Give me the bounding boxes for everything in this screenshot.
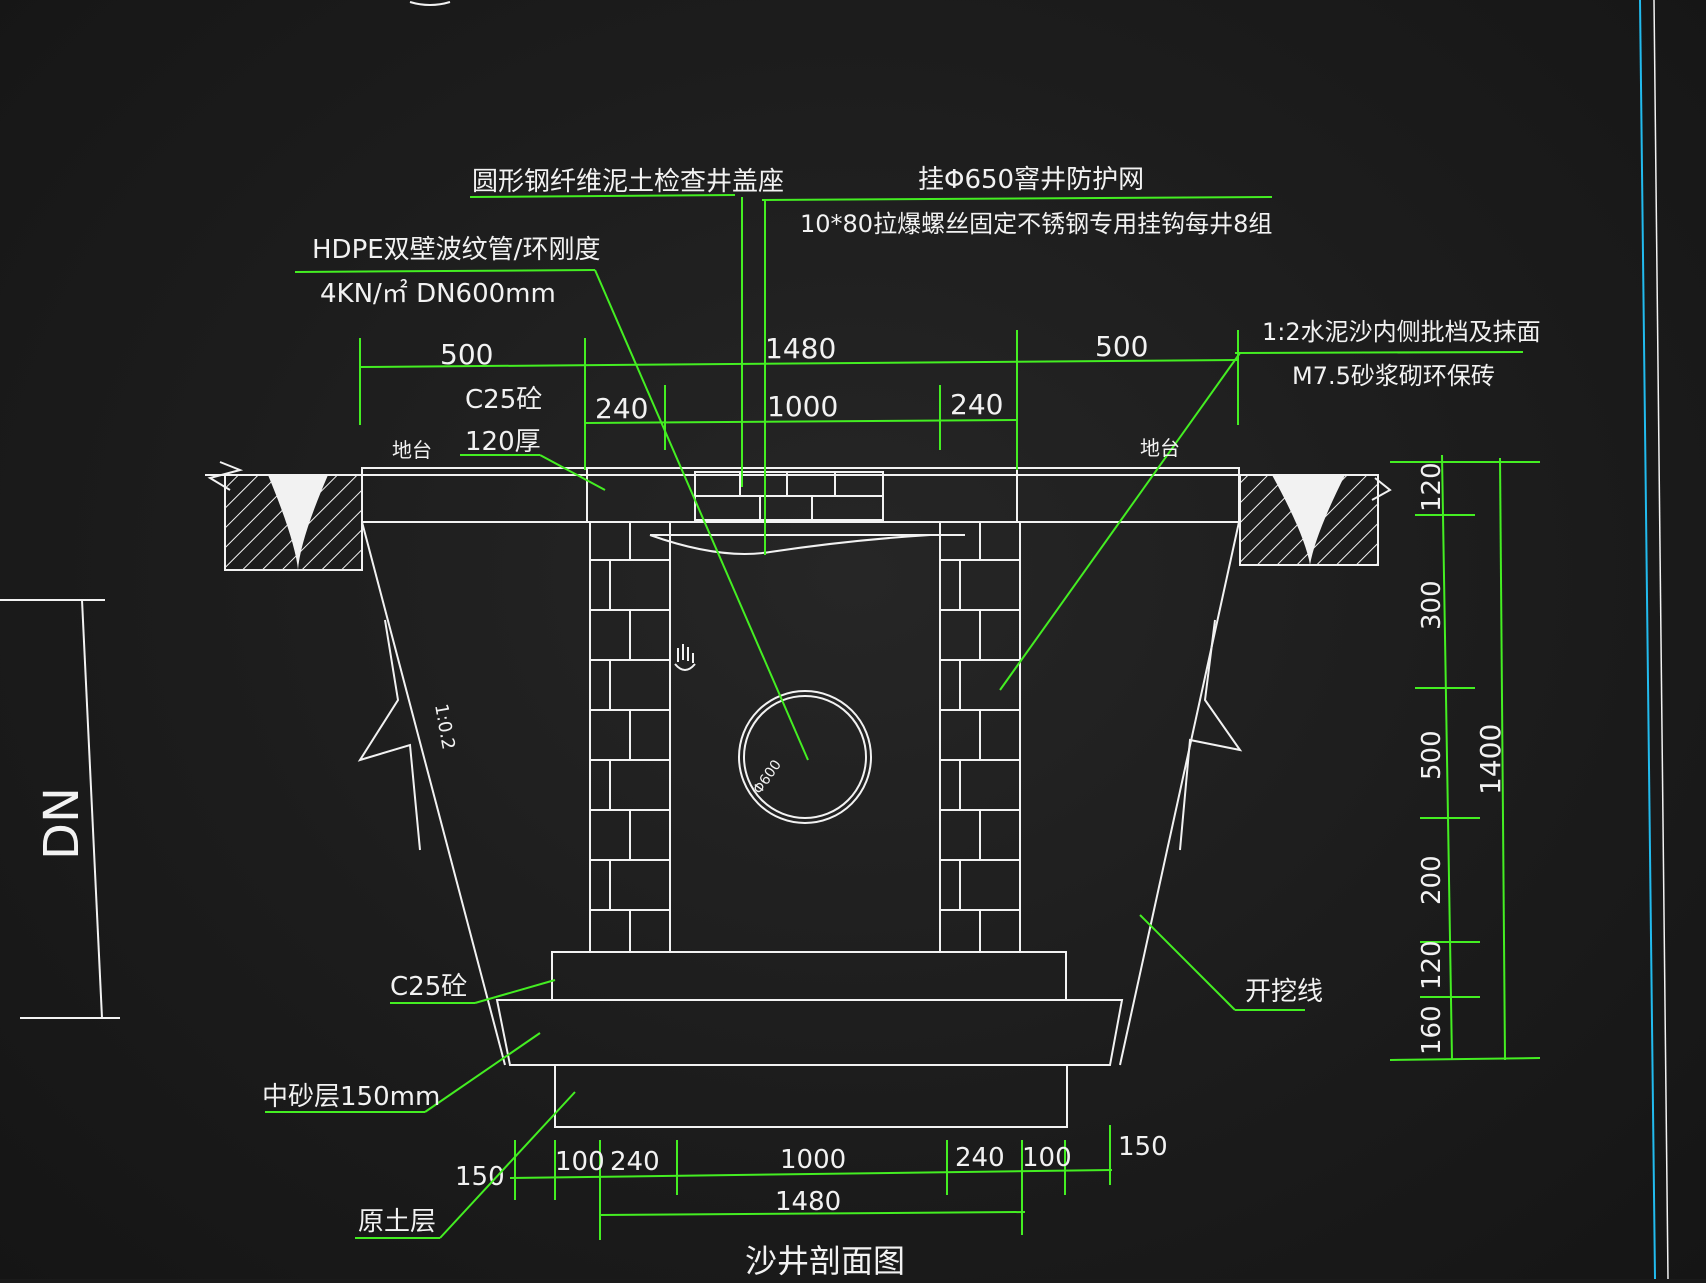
callout-cover-seat: 圆形钢纤维泥土检查井盖座 [472,167,784,197]
right-dimensions: 120 300 500 200 120 160 1400 [1389,454,1541,1061]
dim-inner: 1000 [767,390,838,423]
callout-leaders [265,194,1524,1239]
callout-mortar-1: 1:2水泥沙内侧批档及抹面 [1262,318,1541,346]
callout-hdpe-1: HDPE双壁波纹管/环刚度 [312,235,600,265]
dim-bottom-240-right: 240 [955,1143,1005,1173]
callout-soil: 原土层 [358,1207,436,1237]
pipe-section: Φ600 [738,690,872,824]
callout-excavation: 开挖线 [1245,977,1323,1007]
dim-bottom-100-left: 100 [555,1147,605,1177]
dim-160: 160 [1417,1005,1447,1055]
dim-top-total: 1480 [765,332,836,365]
callout-c25-top-2: 120厚 [465,427,541,457]
brick-wall-right [939,521,1021,953]
dn-label: DN [34,787,90,860]
hand-cursor-icon [674,644,696,671]
dim-1400: 1400 [1474,724,1507,795]
dim-wall-right: 240 [950,388,1003,421]
cover-seat [649,471,965,555]
bottom-dimensions: 150 100 240 1000 240 100 150 1480 [455,1125,1168,1240]
callout-c25-bottom: C25砼 [390,972,467,1002]
callout-mortar-2: M7.5砂浆砌环保砖 [1292,362,1495,390]
dim-top-right: 500 [1095,330,1148,363]
callout-c25-top-1: C25砼 [465,385,542,415]
top-dimensions: 500 1480 500 240 1000 240 [359,330,1239,470]
dim-bottom-240-left: 240 [610,1147,660,1177]
dim-120: 120 [1417,462,1447,512]
dim-300: 300 [1417,580,1447,630]
ground-left [207,461,363,571]
base-layers [495,951,1124,1128]
dim-bottom-100-right: 100 [1022,1143,1072,1173]
callout-hdpe-2: 4KN/㎡ DN600mm [320,279,556,309]
ground-right [1239,474,1392,566]
callout-texts: 圆形钢纤维泥土检查井盖座 挂Φ650窨井防护网 10*80拉爆螺丝固定不锈钢专用… [262,165,1541,1237]
dim-200: 200 [1417,855,1447,905]
excavation-lines: 1:0.2 [357,521,1243,1066]
brick-wall-left [589,521,671,953]
callout-sand: 中砂层150mm [262,1082,440,1112]
pipe-label: Φ600 [750,757,785,797]
callout-ground-left: 地台 [392,438,432,462]
drawing-frame [409,0,1669,1280]
dn-dimension: DN [0,599,120,1019]
top-slab [205,467,1375,523]
dim-bottom-total: 1480 [775,1187,841,1217]
callout-ground-right: 地台 [1140,436,1180,460]
callout-net-2: 10*80拉爆螺丝固定不锈钢专用挂钩每井8组 [800,210,1272,238]
dim-wall-left: 240 [595,392,648,425]
dim-top-left: 500 [440,338,493,371]
slope-label: 1:0.2 [430,702,459,751]
dim-500: 500 [1417,730,1447,780]
drawing-title: 沙井剖面图 [745,1242,905,1279]
dim-bottom-inner: 1000 [780,1145,846,1175]
dim-bottom-150-right: 150 [1118,1132,1168,1162]
dim-120b: 120 [1417,940,1447,990]
callout-net-1: 挂Φ650窨井防护网 [918,165,1144,195]
